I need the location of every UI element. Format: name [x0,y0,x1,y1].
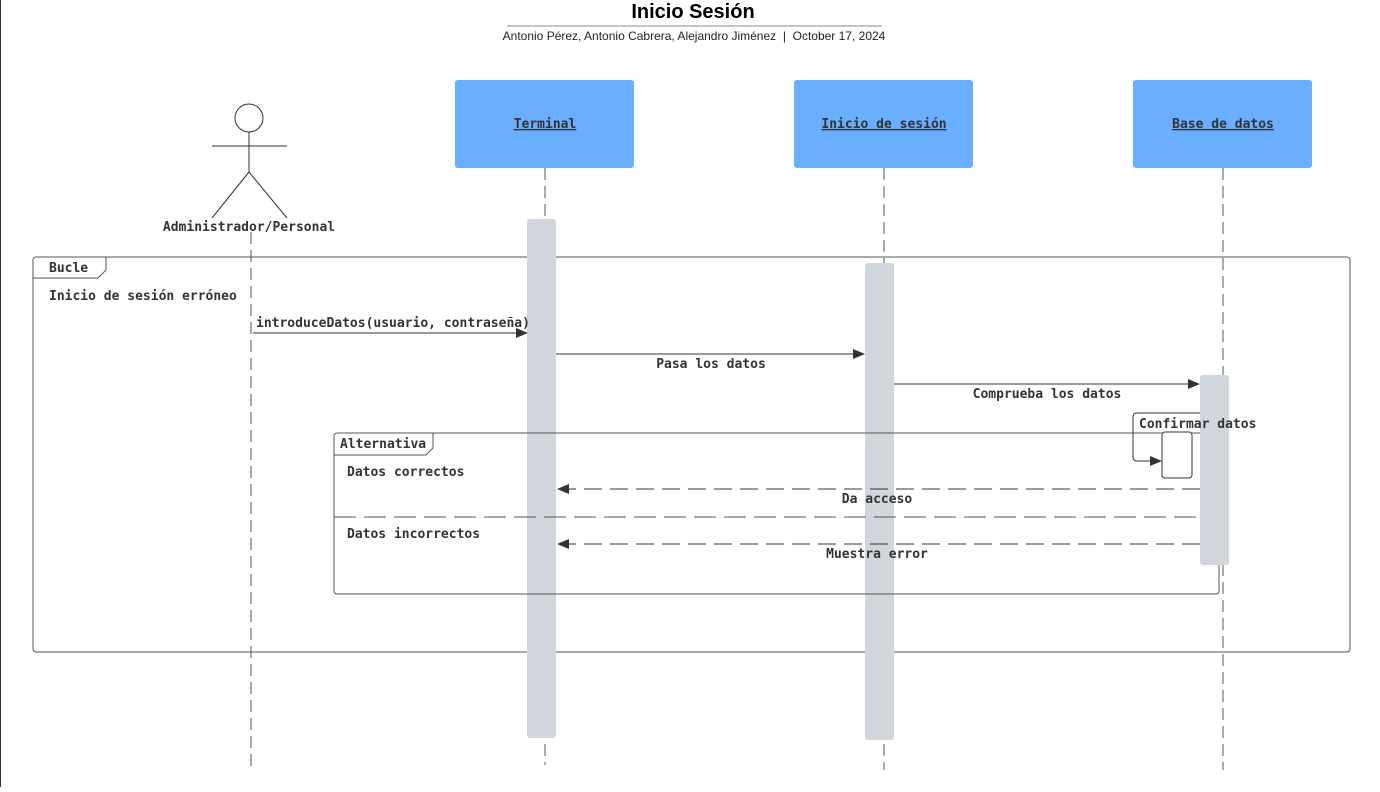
message-confirmar-datos[interactable]: Confirmar datos [1132,412,1256,479]
participant-terminal[interactable]: Terminal [455,80,634,168]
activation-inicio-sesion [865,263,894,740]
actor-figure [211,103,288,219]
message-introduce-datos[interactable]: introduceDatos(usuario, contraseña) [253,316,530,338]
message-label: Pasa los datos [656,357,766,372]
participant-box [455,80,634,168]
activation-base-datos [1200,375,1229,565]
actor-left-leg [211,171,250,219]
actor-right-leg [248,171,288,219]
activation-terminal [527,219,556,738]
message-label: Comprueba los datos [973,387,1122,402]
alt-frame[interactable]: Alternativa Datos correctos Datos incorr… [333,432,1220,595]
participant-inicio-sesion[interactable]: Inicio de sesión [794,80,973,168]
actor-head [234,103,264,133]
message-label: Confirmar datos [1139,417,1256,432]
participant-label: Base de datos [1172,117,1274,132]
participant-label: Terminal [514,117,577,132]
message-da-acceso[interactable]: Da acceso [557,484,1200,507]
loop-frame-border [32,256,1351,653]
message-muestra-error[interactable]: Muestra error [557,539,1200,562]
page-title: Inicio Sesión [631,1,754,23]
loop-frame-tag-box [33,257,107,279]
message-label: Da acceso [842,492,913,507]
participant-box [794,80,973,168]
alt-frame-tag: Alternativa [340,437,426,452]
participant-box [1133,80,1312,168]
alt-frame-border [333,432,1220,595]
message-label: introduceDatos(usuario, contraseña) [256,316,530,331]
message-comprueba-datos[interactable]: Comprueba los datos [894,379,1200,402]
participant-label: Inicio de sesión [821,117,946,132]
participant-base-datos[interactable]: Base de datos [1133,80,1312,168]
loop-frame[interactable]: Bucle Inicio de sesión erróneo [32,256,1351,653]
alt-guard-1: Datos correctos [347,465,464,480]
loop-frame-tag: Bucle [49,261,88,276]
self-activation [1161,431,1193,479]
message-pasa-datos[interactable]: Pasa los datos [556,349,865,372]
alt-guard-2: Datos incorrectos [347,527,480,542]
message-label: Muestra error [826,547,928,562]
page-subtitle: Antonio Pérez, Antonio Cabrera, Alejandr… [503,29,886,43]
actor-label: Administrador/Personal [163,220,335,235]
loop-frame-guard: Inicio de sesión erróneo [49,289,237,304]
self-message-line [1132,412,1200,466]
alt-frame-tag-box [334,433,434,456]
